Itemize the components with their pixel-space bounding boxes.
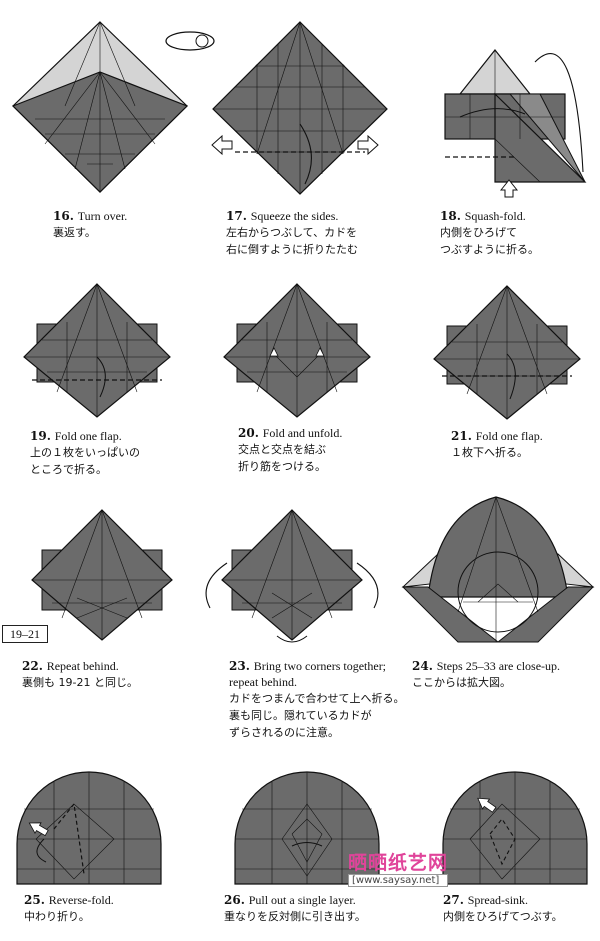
step-instruction-jp: カドをつまんで合わせて上へ折る。	[229, 692, 405, 705]
step-instruction-2: repeat behind.	[229, 675, 297, 689]
step-instruction: Repeat behind.	[46, 659, 119, 673]
turn-over-arrow-icon	[165, 31, 215, 51]
step-instruction-jp: 裏側も 19-21 と同じ。	[22, 676, 138, 689]
step-instruction: Reverse-fold.	[48, 893, 114, 907]
step-instruction-jp-2: ところで折る。	[30, 463, 107, 476]
step-instruction-jp: 内側をひろげて	[440, 226, 517, 239]
step-27-figure	[442, 771, 588, 885]
step-instruction: Squash-fold.	[464, 209, 526, 223]
step-25-caption: 25. Reverse-fold. 中わり折り。	[24, 892, 114, 925]
step-17-figure	[212, 21, 388, 195]
step-number: 25.	[24, 893, 45, 907]
step-instruction: Spread-sink.	[467, 893, 529, 907]
step-25-figure	[16, 771, 162, 885]
step-instruction-jp-2: つぶすように折る。	[440, 243, 539, 256]
step-instruction-jp: 重なりを反対側に引き出す。	[224, 910, 366, 923]
step-instruction-jp: 中わり折り。	[24, 910, 90, 923]
step-instruction-jp-2: 折り筋をつける。	[238, 460, 326, 473]
step-16-figure	[11, 21, 189, 193]
step-instruction-jp: 左右からつぶして、カドを	[226, 226, 358, 239]
step-number: 23.	[229, 659, 250, 673]
step-23-figure	[205, 509, 379, 643]
step-number: 21.	[451, 429, 472, 443]
step-instruction: Turn over.	[77, 209, 128, 223]
step-instruction: Fold one flap.	[54, 429, 122, 443]
step-number: 19.	[30, 429, 51, 443]
watermark-url: [www.saysay.net]	[348, 874, 449, 887]
step-20-caption: 20. Fold and unfold. 交点と交点を結ぶ 折り筋をつける。	[238, 425, 342, 475]
push-left-arrow-icon	[211, 134, 233, 156]
step-instruction-jp-3: ずらされるのに注意。	[229, 726, 339, 739]
reference-steps-label: 19–21	[2, 625, 48, 643]
step-number: 26.	[224, 893, 245, 907]
step-27-caption: 27. Spread-sink. 内側をひろげてつぶす。	[443, 892, 563, 925]
step-number: 27.	[443, 893, 464, 907]
step-16-caption: 16. Turn over. 裏返す。	[53, 208, 127, 241]
step-instruction-jp: １枚下へ折る。	[451, 446, 528, 459]
step-23-caption: 23. Bring two corners together; repeat b…	[229, 658, 404, 741]
step-26-figure	[234, 771, 380, 885]
push-right-arrow-icon	[357, 134, 379, 156]
step-number: 22.	[22, 659, 43, 673]
step-21-caption: 21. Fold one flap. １枚下へ折る。	[451, 428, 543, 461]
step-instruction: Pull out a single layer.	[248, 893, 356, 907]
step-instruction: Bring two corners together;	[253, 659, 387, 673]
step-18-figure	[444, 49, 587, 198]
step-number: 17.	[226, 209, 247, 223]
step-20-figure	[223, 283, 371, 418]
step-instruction-jp-2: 右に倒すように折りたたむ	[226, 243, 358, 256]
step-number: 24.	[412, 659, 433, 673]
step-24-caption: 24. Steps 25–33 are close-up. ここからは拡大図。	[412, 658, 560, 691]
step-instruction-jp: 内側をひろげてつぶす。	[443, 910, 563, 923]
step-instruction: Squeeze the sides.	[250, 209, 339, 223]
step-number: 16.	[53, 209, 74, 223]
step-instruction-jp-2: 裏も同じ。隠れているカドが	[229, 709, 372, 722]
step-18-caption: 18. Squash-fold. 内側をひろげて つぶすように折る。	[440, 208, 539, 258]
step-21-figure	[433, 285, 581, 420]
step-24-figure	[401, 496, 595, 643]
step-instruction: Steps 25–33 are close-up.	[436, 659, 561, 673]
step-19-caption: 19. Fold one flap. 上の１枚をいっぱいの ところで折る。	[30, 428, 140, 478]
step-instruction: Fold one flap.	[475, 429, 543, 443]
step-instruction-jp: 交点と交点を結ぶ	[238, 443, 326, 456]
site-watermark: 晒晒纸艺网 [www.saysay.net]	[348, 848, 449, 887]
step-22-caption: 22. Repeat behind. 裏側も 19-21 と同じ。	[22, 658, 138, 691]
watermark-brand: 晒晒纸艺网	[348, 852, 449, 874]
step-instruction-jp: ここからは拡大図。	[412, 676, 511, 689]
step-26-caption: 26. Pull out a single layer. 重なりを反対側に引き出…	[224, 892, 366, 925]
step-17-caption: 17. Squeeze the sides. 左右からつぶして、カドを 右に倒す…	[226, 208, 358, 258]
step-instruction-jp: 上の１枚をいっぱいの	[30, 446, 140, 459]
step-number: 18.	[440, 209, 461, 223]
step-19-figure	[23, 283, 171, 418]
step-22-figure	[31, 509, 173, 641]
step-instruction-jp: 裏返す。	[53, 226, 96, 239]
step-instruction: Fold and unfold.	[262, 426, 343, 440]
step-number: 20.	[238, 426, 259, 440]
